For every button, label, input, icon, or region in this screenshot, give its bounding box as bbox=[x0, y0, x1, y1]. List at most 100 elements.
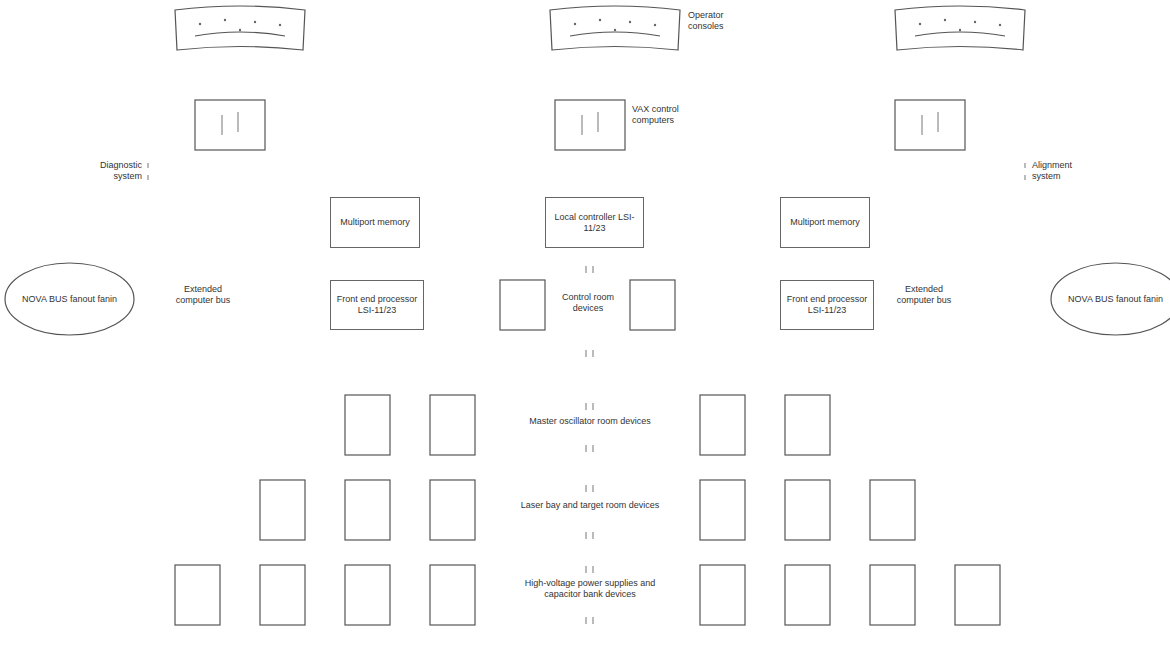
bus-tick bbox=[1025, 163, 1026, 168]
device-box bbox=[260, 480, 305, 540]
console-dot bbox=[959, 29, 961, 31]
bus-tick bbox=[593, 350, 594, 357]
vax-computer bbox=[195, 100, 265, 150]
device-box bbox=[430, 565, 475, 625]
operator-console bbox=[915, 32, 1005, 36]
room-label: Laser bay and target room devices bbox=[510, 500, 670, 511]
bus-label: Extended computer bus bbox=[885, 284, 963, 307]
device-box bbox=[785, 565, 830, 625]
vax-detail bbox=[222, 112, 938, 135]
operator-console bbox=[175, 6, 1025, 50]
node-text: Multiport memory bbox=[337, 217, 413, 228]
node-text: Front end processor LSI-11/23 bbox=[331, 294, 423, 316]
operator-console bbox=[195, 32, 285, 36]
bus-tick bbox=[586, 266, 587, 273]
node-text: Front end processor LSI-11/23 bbox=[781, 294, 873, 316]
device-box bbox=[955, 565, 1000, 625]
device-box bbox=[870, 565, 915, 625]
vax-detail bbox=[938, 112, 939, 132]
device-box bbox=[430, 480, 475, 540]
device-box bbox=[175, 565, 220, 625]
console-dot bbox=[239, 29, 241, 31]
bus-tick bbox=[586, 350, 587, 357]
device-box bbox=[500, 280, 545, 330]
bus-label: Extended computer bus bbox=[165, 284, 241, 307]
operator-console bbox=[570, 32, 660, 36]
bus-tick bbox=[586, 566, 587, 573]
controller-box: Local controller LSI-11/23 bbox=[545, 197, 644, 248]
bus-tick bbox=[593, 403, 594, 410]
device-box bbox=[175, 280, 1000, 625]
processor-box: Front end processor LSI-11/23 bbox=[780, 280, 874, 330]
room-label: Master oscillator room devices bbox=[520, 416, 660, 427]
vax-computer bbox=[195, 100, 965, 150]
memory-box: Multiport memory bbox=[780, 197, 870, 248]
bus-ellipse: NOVA BUS fanout fanin bbox=[1050, 262, 1170, 336]
bus-tick bbox=[593, 266, 594, 273]
vax-detail bbox=[922, 115, 923, 135]
bus-tick bbox=[148, 163, 1025, 624]
console-dot bbox=[224, 19, 226, 21]
ellipse-outline bbox=[1051, 263, 1170, 335]
node-text: NOVA BUS fanout fanin bbox=[1065, 294, 1166, 305]
processor-box: Front end processor LSI-11/23 bbox=[330, 280, 424, 330]
bus-tick bbox=[593, 566, 594, 573]
vax-computer bbox=[895, 100, 965, 150]
bus-tick bbox=[586, 445, 587, 452]
console-dot bbox=[279, 24, 281, 26]
device-box bbox=[630, 280, 675, 330]
bus-tick bbox=[593, 532, 594, 539]
node-text: Multiport memory bbox=[787, 217, 863, 228]
console-label: Operator consoles bbox=[688, 10, 748, 33]
console-dot bbox=[629, 21, 631, 23]
console-dot bbox=[199, 19, 1001, 31]
node-text: NOVA BUS fanout fanin bbox=[19, 294, 120, 305]
device-box bbox=[260, 565, 305, 625]
bus-tick bbox=[148, 163, 149, 168]
console-dot bbox=[919, 23, 921, 25]
device-box bbox=[785, 395, 830, 455]
operator-console bbox=[550, 6, 680, 50]
bus-tick bbox=[593, 445, 594, 452]
device-box bbox=[345, 395, 390, 455]
system-label: Diagnostic system bbox=[80, 160, 142, 183]
bus-tick bbox=[148, 175, 149, 180]
device-box bbox=[430, 395, 475, 455]
vax-detail bbox=[582, 115, 583, 135]
system-label: Alignment system bbox=[1032, 160, 1094, 183]
console-dot bbox=[999, 24, 1001, 26]
bus-tick bbox=[586, 403, 587, 410]
bus-tick bbox=[586, 617, 587, 624]
console-dot bbox=[654, 24, 656, 26]
vax-detail bbox=[222, 115, 223, 135]
node-text: Local controller LSI-11/23 bbox=[546, 212, 643, 234]
console-dot bbox=[974, 21, 976, 23]
operator-console bbox=[895, 6, 1025, 50]
device-box bbox=[785, 480, 830, 540]
memory-box: Multiport memory bbox=[330, 197, 420, 248]
bus-tick bbox=[1025, 175, 1026, 180]
device-box bbox=[345, 480, 390, 540]
device-box bbox=[700, 480, 745, 540]
device-box bbox=[345, 565, 390, 625]
operator-console bbox=[175, 6, 305, 50]
device-box bbox=[700, 565, 745, 625]
bus-tick bbox=[593, 617, 594, 624]
bus-ellipse: NOVA BUS fanout fanin bbox=[4, 262, 135, 336]
vax-detail bbox=[598, 112, 599, 132]
console-dot bbox=[599, 19, 601, 21]
ellipse-outline bbox=[5, 263, 134, 335]
device-box bbox=[700, 395, 745, 455]
bus-tick bbox=[593, 485, 594, 492]
console-dot bbox=[254, 21, 256, 23]
console-dot bbox=[614, 29, 616, 31]
computer-label: VAX control computers bbox=[632, 104, 687, 127]
device-box bbox=[870, 480, 915, 540]
vax-computer bbox=[555, 100, 625, 150]
room-label: High-voltage power supplies and capacito… bbox=[512, 578, 668, 601]
bus-tick bbox=[586, 532, 587, 539]
console-dot bbox=[199, 23, 201, 25]
console-dot bbox=[944, 19, 946, 21]
bus-tick bbox=[586, 485, 587, 492]
